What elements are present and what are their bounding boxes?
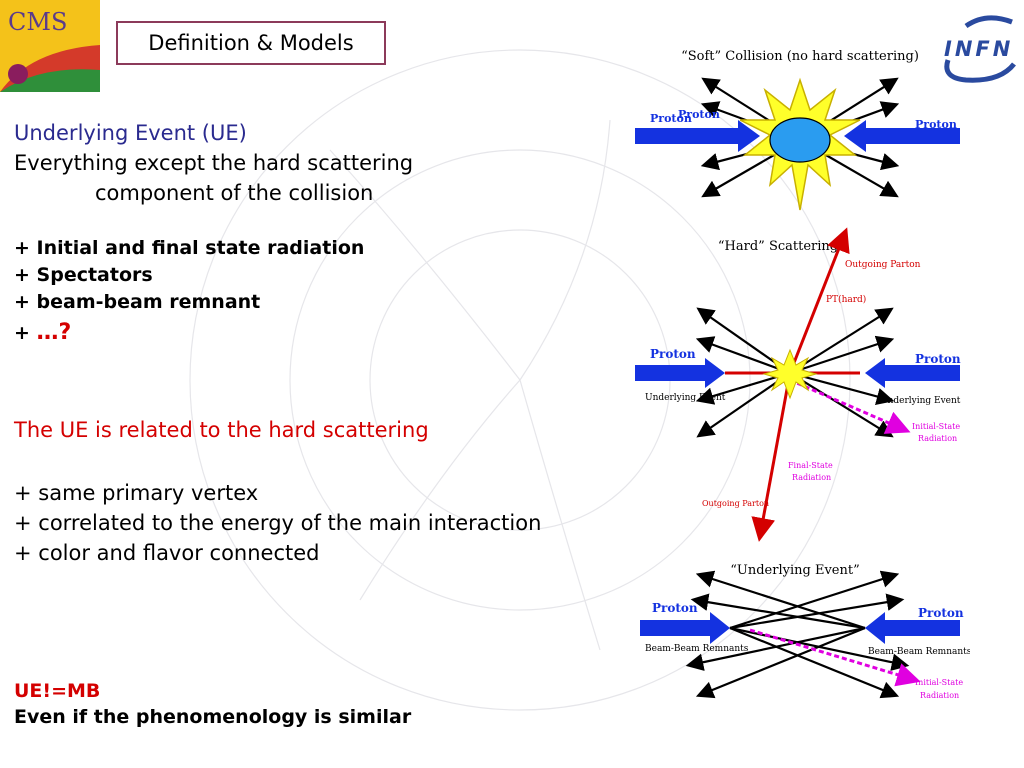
bullet-initial-final-radiation: + Initial and final state radiation <box>14 237 365 259</box>
fsr-2: Radiation <box>792 473 831 482</box>
soft-proton-left-a: Proton <box>650 112 692 125</box>
infn-logo-text: INFN <box>944 37 1013 61</box>
definition-line-1: Everything except the hard scattering <box>14 151 414 175</box>
infn-logo: INFN <box>944 15 1016 83</box>
soft-proton-right: Proton <box>915 118 957 131</box>
bullet-more-question: …? <box>36 320 72 345</box>
underlying-event-diagram: “Underlying Event” Proton Proton Beam-Be… <box>640 563 970 700</box>
hard-ue-left: Underlying Event <box>645 393 726 403</box>
soft-collision-title: “Soft” Collision (no hard scattering) <box>681 49 919 64</box>
slide-title: Definition & Models <box>148 31 354 55</box>
fsr-1: Final-State <box>788 461 833 470</box>
outgoing-parton-top: Outgoing Parton <box>845 260 921 270</box>
collision-diagrams: “Soft” Collision (no hard scattering) Pr… <box>635 49 970 700</box>
ue-diagram-title: “Underlying Event” <box>730 563 859 578</box>
bullet-more: + …? <box>14 320 71 345</box>
ue-heading: Underlying Event (UE) <box>14 121 247 145</box>
point-energy-correlation: + correlated to the energy of the main i… <box>14 511 542 535</box>
soft-collision-diagram: “Soft” Collision (no hard scattering) Pr… <box>635 49 960 211</box>
definition-line-2: component of the collision <box>95 181 374 205</box>
ue-remnants-left: Beam-Beam Remnants <box>645 644 749 654</box>
phenomenology-note: Even if the phenomenology is similar <box>14 706 412 728</box>
slide-title-box: Definition & Models <box>116 21 386 65</box>
ue-proton-left: Proton <box>652 601 698 615</box>
outgoing-parton-bottom: Outgoing Parton <box>702 499 769 508</box>
bullet-more-plus: + <box>14 322 30 344</box>
ue-remnants-right: Beam-Beam Remnants <box>868 647 970 657</box>
ue-proton-right: Proton <box>918 606 964 620</box>
bullet-spectators: + Spectators <box>14 264 153 286</box>
ue-isr-1: Initial-State <box>915 678 963 687</box>
cms-logo: CMS <box>0 0 100 92</box>
hard-proton-right: Proton <box>915 352 961 366</box>
soft-proton-left-b: Proton <box>678 108 720 121</box>
ue-not-mb: UE!=MB <box>14 680 101 702</box>
pt-hard-label: PT(hard) <box>826 294 866 305</box>
hard-isr-1: Initial-State <box>912 422 960 431</box>
point-primary-vertex: + same primary vertex <box>14 481 259 505</box>
hard-ue-right: Underlying Event <box>880 396 961 406</box>
ue-isr-2: Radiation <box>920 691 959 700</box>
hard-isr-2: Radiation <box>918 434 957 443</box>
hard-scattering-diagram: “Hard” Scattering Proton Proton Underlyi… <box>635 227 961 542</box>
hard-proton-left: Proton <box>650 347 696 361</box>
hard-scattering-title: “Hard” Scattering <box>718 239 838 254</box>
bullet-beam-remnant: + beam-beam remnant <box>14 291 261 313</box>
cms-logo-text: CMS <box>8 8 67 36</box>
point-color-flavor: + color and flavor connected <box>14 541 320 565</box>
related-statement: The UE is related to the hard scattering <box>14 418 429 442</box>
